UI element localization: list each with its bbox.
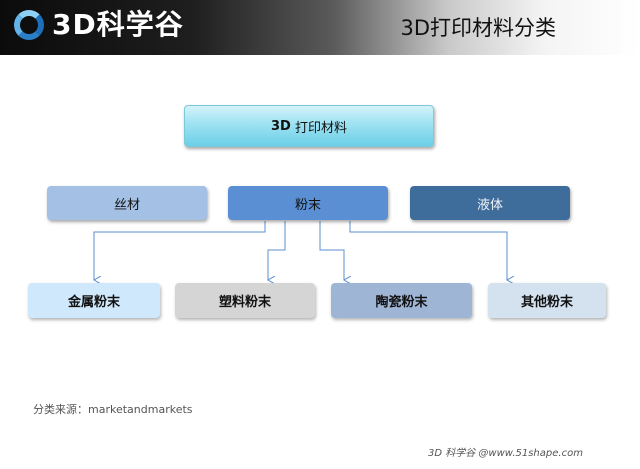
page-title: 3D打印材料分类 (400, 16, 556, 40)
powder-plastic: 塑料粉末 (175, 283, 315, 318)
footer-credit: 3D 科学谷 @www.51shape.com (428, 448, 583, 459)
source-note: 分类来源：marketandmarkets (33, 403, 193, 416)
connector-metal (94, 221, 266, 280)
category-powder: 粉末 (228, 186, 388, 220)
connector-other (349, 221, 507, 280)
logo-ring-icon (14, 10, 44, 40)
logo-text: 3D科学谷 (52, 8, 184, 41)
category-filament: 丝材 (47, 186, 207, 220)
powder-other: 其他粉末 (488, 283, 606, 318)
powder-ceramic: 陶瓷粉末 (331, 283, 472, 318)
category-liquid: 液体 (410, 186, 570, 220)
root-node: 3D 打印材料 (184, 105, 434, 147)
root-prefix: 3D (271, 118, 291, 134)
powder-metal: 金属粉末 (28, 283, 160, 318)
connector-ceramic (319, 221, 344, 280)
root-label: 打印材料 (294, 120, 347, 136)
header-bar: 3D科学谷 3D打印材料分类 (0, 0, 640, 55)
connector-plastic (268, 221, 286, 280)
